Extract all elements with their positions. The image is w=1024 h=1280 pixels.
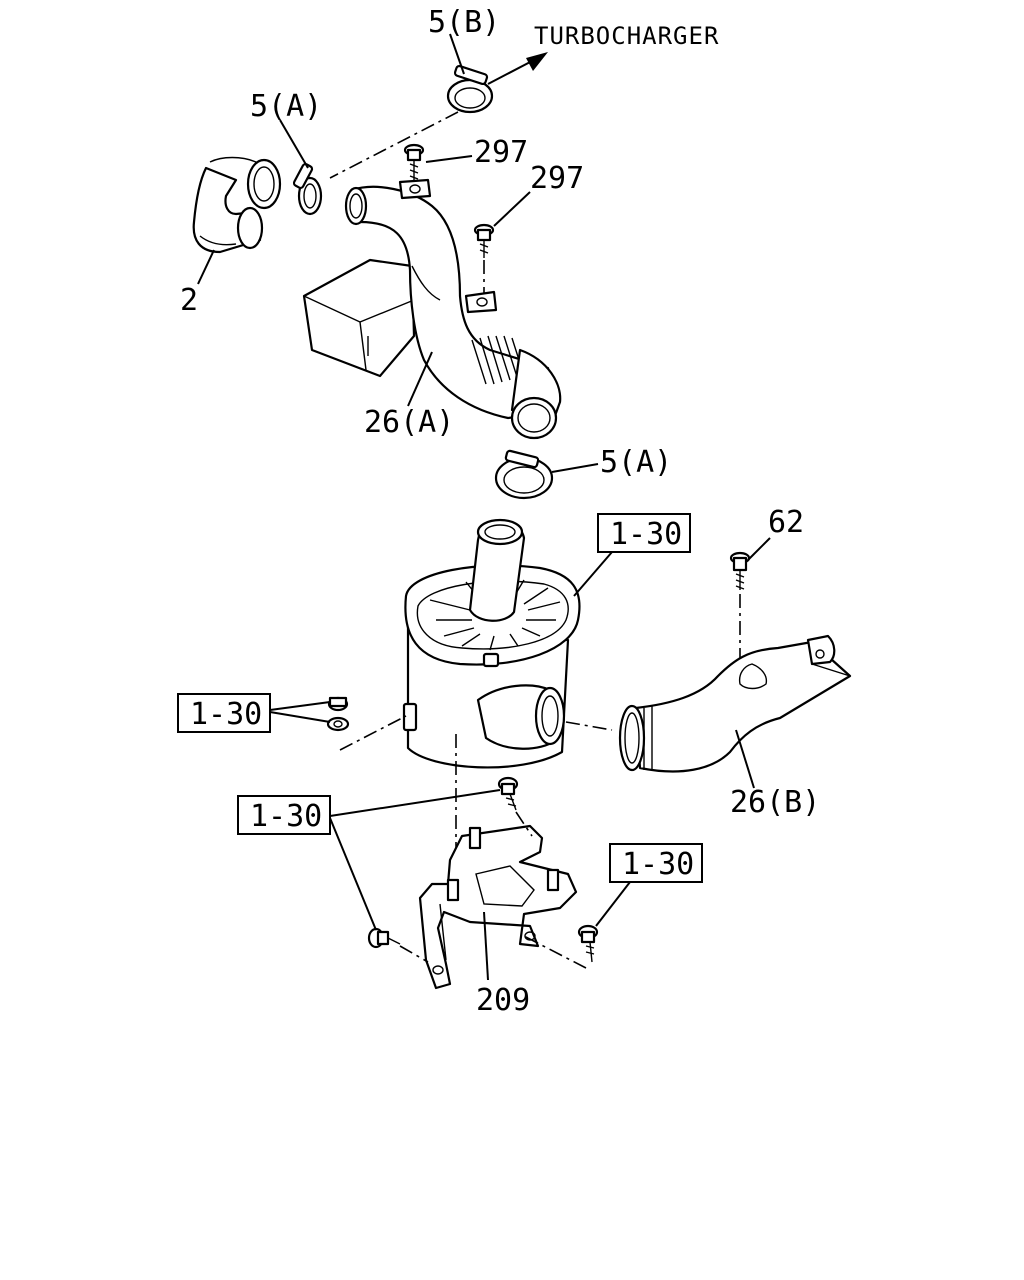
duct-26a (302, 178, 562, 440)
label-26b: 26(B) (730, 785, 820, 820)
center-line-5b (329, 111, 459, 179)
leader-5b (449, 33, 465, 75)
leader-209 (483, 911, 489, 981)
leader-26b (735, 729, 755, 789)
turbocharger-label: TURBOCHARGER (534, 22, 719, 50)
label-5a-top: 5(A) (250, 89, 322, 124)
clamp-5a-top (292, 163, 323, 216)
duct-26b (618, 634, 852, 773)
hose-2 (192, 156, 282, 254)
center-line-bracket-bolt (515, 811, 533, 837)
bolt-bracket-right (577, 924, 599, 963)
label-62: 62 (768, 505, 804, 540)
air-cleaner (402, 518, 581, 769)
leader-2 (197, 249, 215, 285)
ref-left-nut-text: 1-30 (190, 697, 262, 732)
leader-ref-bracket-bolt-1 (329, 789, 501, 817)
ref-bracket-bolt-text: 1-30 (250, 799, 322, 834)
label-5a-bottom: 5(A) (600, 445, 672, 480)
leader-5a-top (279, 119, 309, 169)
bolt-297-b (473, 223, 495, 258)
ref-box-air-cleaner: 1-30 (597, 513, 691, 553)
bolt-297-a (403, 143, 425, 180)
bolt-62 (729, 551, 751, 590)
leader-ref-right-bolt (595, 881, 631, 927)
center-line-left-nut (339, 715, 407, 751)
ref-box-left-nut: 1-30 (177, 693, 271, 733)
ref-air-cleaner-text: 1-30 (610, 517, 682, 552)
leader-297-a (425, 155, 473, 163)
ref-right-bolt-text: 1-30 (622, 847, 694, 882)
turbocharger-arrow (487, 52, 548, 85)
clamp-5b (446, 64, 494, 114)
label-5b: 5(B) (428, 5, 500, 40)
leader-26a (407, 351, 433, 407)
center-line-right-bolt (523, 935, 587, 969)
label-209: 209 (476, 983, 530, 1018)
bracket-209 (418, 824, 578, 990)
bolt-bracket-left (367, 927, 401, 949)
leader-62 (747, 537, 771, 561)
leader-ref-left-nut-2 (269, 711, 331, 723)
label-297-a: 297 (474, 135, 528, 170)
leader-ref-bracket-bolt-2 (329, 817, 377, 931)
nut-washer-left (326, 696, 350, 732)
leader-297-b (493, 191, 531, 227)
ref-box-bracket-bolt: 1-30 (237, 795, 331, 835)
bolt-bracket-top (497, 776, 519, 811)
leader-ref-air-cleaner (573, 551, 613, 597)
center-line-outlet (565, 721, 613, 731)
leader-ref-left-nut-1 (269, 701, 331, 711)
label-297-b: 297 (530, 161, 584, 196)
ref-box-right-bolt: 1-30 (609, 843, 703, 883)
clamp-5a-bottom (494, 449, 554, 500)
label-26a: 26(A) (364, 405, 454, 440)
leader-5a-bottom (551, 463, 599, 473)
label-2: 2 (180, 283, 198, 318)
center-line-left-bolt (399, 945, 429, 963)
